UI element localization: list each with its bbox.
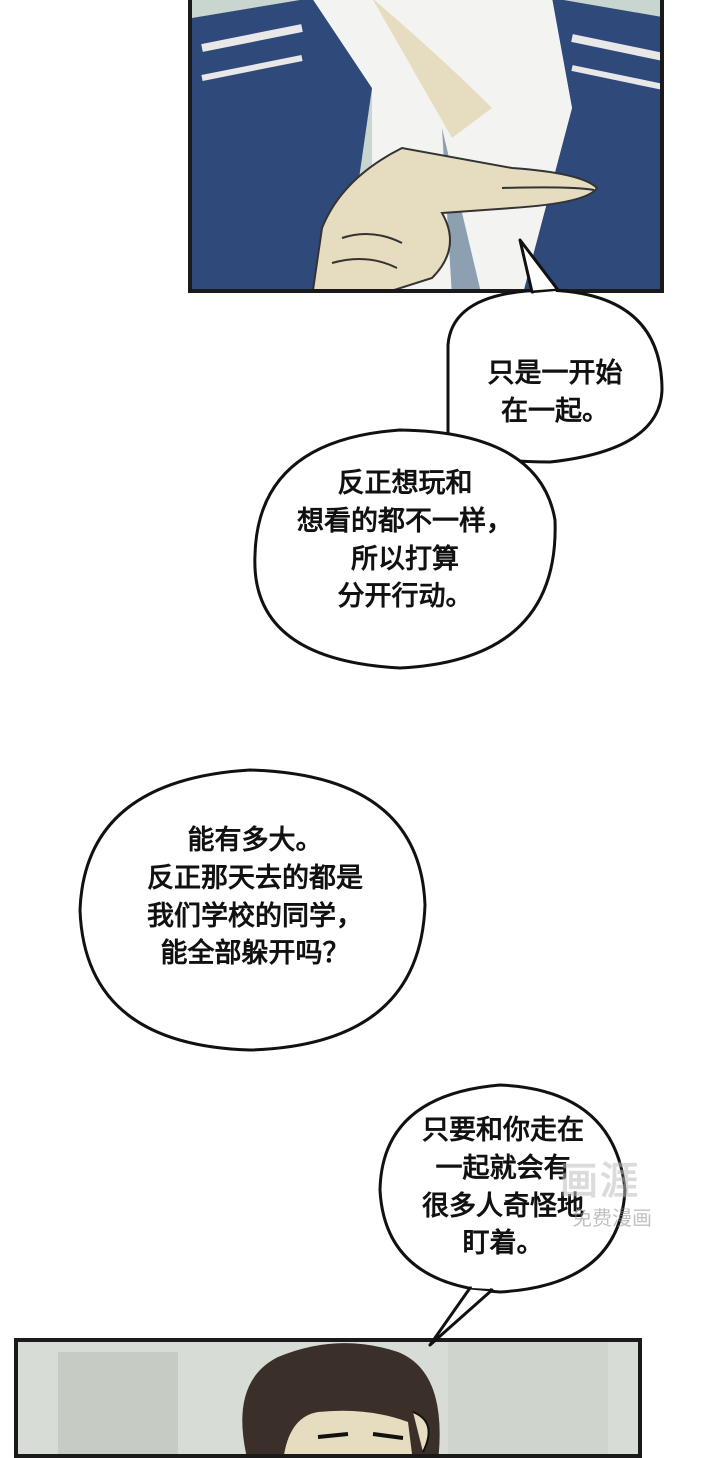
- bubble-3-line: 能全部躲开吗？: [160, 938, 350, 970]
- watermark-subtitle: 免费漫画: [572, 1206, 652, 1230]
- bubble-1-text: 只是一开始 在一起。: [455, 355, 655, 431]
- bubble-4-text: 只要和你走在 一起就会有 很多人奇怪地 盯着。: [390, 1112, 616, 1263]
- bubble-1-line: 在一起。: [501, 395, 609, 427]
- bottom-comic-panel: [14, 1338, 642, 1458]
- bubble-3-line: 我们学校的同学，: [147, 900, 363, 932]
- bubble-3-line: 反正那天去的都是: [147, 862, 363, 894]
- top-comic-panel: [188, 0, 664, 293]
- bubble-2-line: 所以打算: [351, 543, 459, 575]
- character-head-illustration: [18, 1342, 638, 1454]
- bubble-2-line: 分开行动。: [337, 581, 473, 613]
- bubble-4-line: 只要和你走在: [422, 1115, 584, 1146]
- watermark-title: 画涯: [560, 1159, 641, 1203]
- bubble-2-text: 反正想玩和 想看的都不一样， 所以打算 分开行动。: [260, 465, 550, 616]
- bubble-4-line: 一起就会有: [435, 1152, 571, 1184]
- bubble-2-line: 反正想玩和: [337, 468, 473, 499]
- bubble-3-line: 能有多大。: [187, 825, 323, 856]
- bubble-1-line: 只是一开始: [487, 358, 623, 389]
- bubble-3-text: 能有多大。 反正那天去的都是 我们学校的同学， 能全部躲开吗？: [95, 822, 415, 973]
- bubble-4-line: 很多人奇怪地: [422, 1190, 584, 1222]
- pointing-hand-illustration: [192, 0, 660, 289]
- bubble-4-line: 盯着。: [462, 1228, 544, 1260]
- watermark-logo: 画涯 免费漫画: [560, 1150, 690, 1250]
- bubble-2-line: 想看的都不一样，: [297, 505, 513, 537]
